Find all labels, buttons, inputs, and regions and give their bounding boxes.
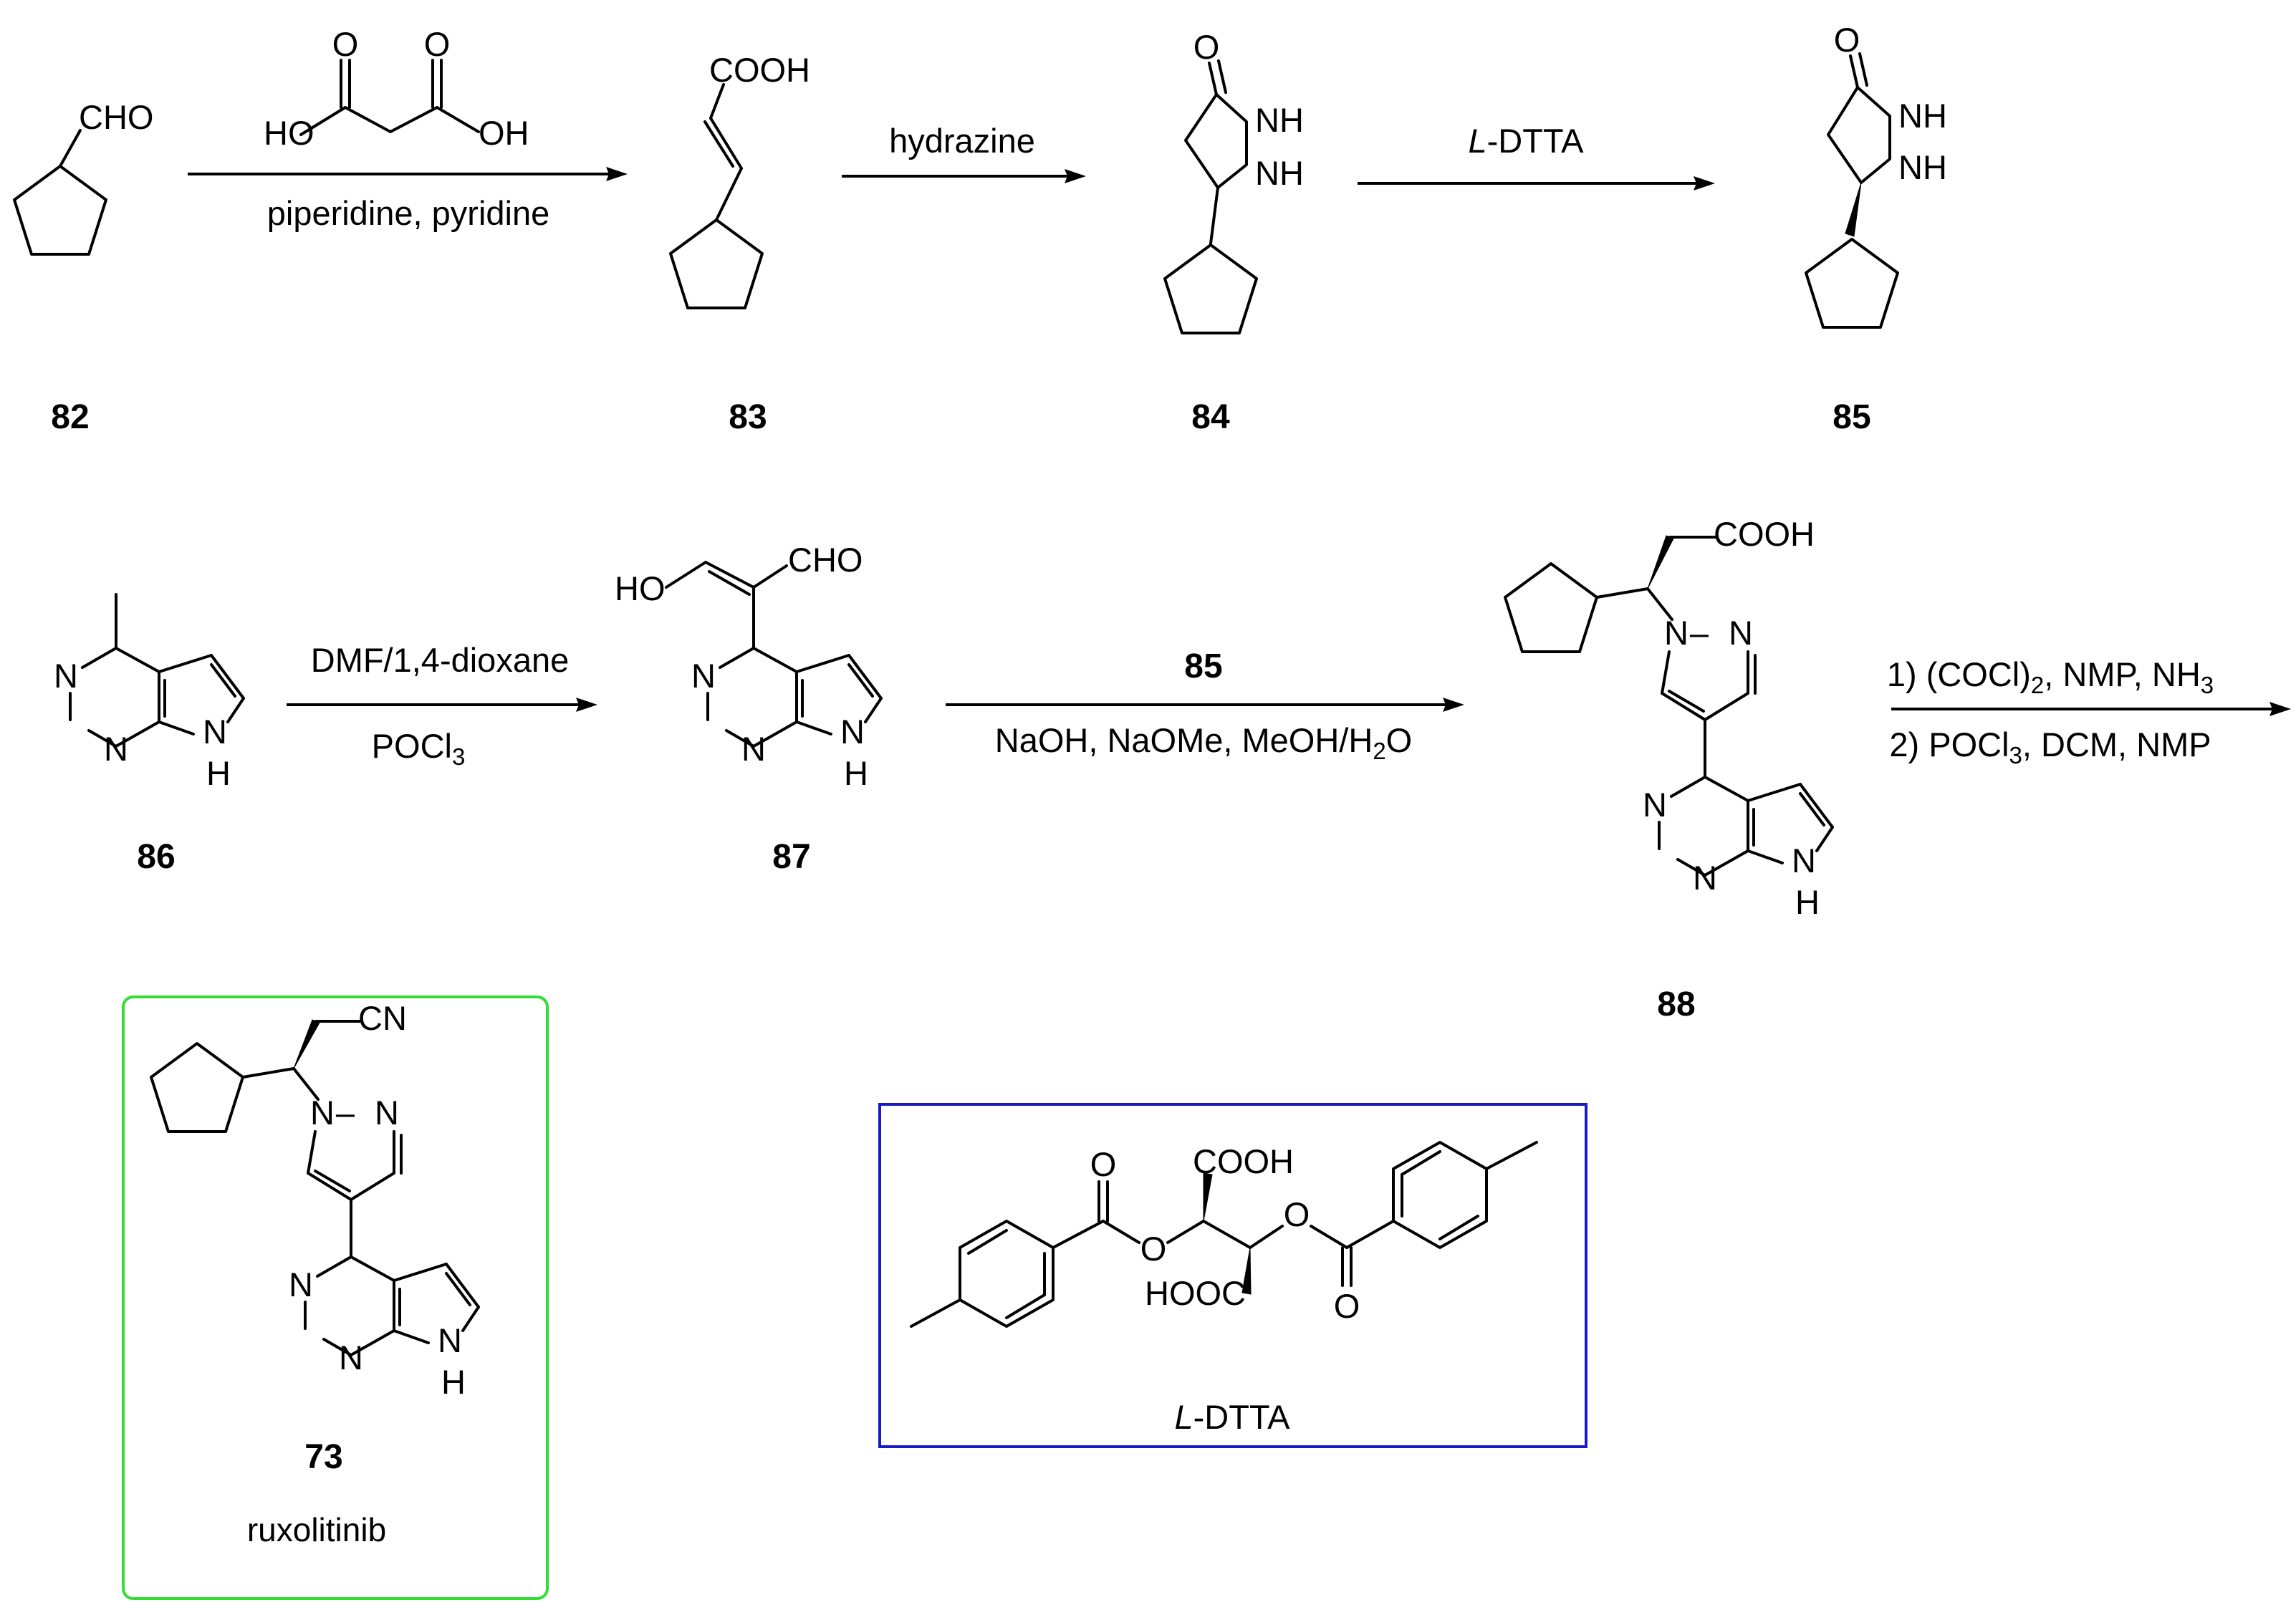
hydroxy-ho: HO	[615, 569, 666, 607]
pyrimidine-n1: N	[691, 657, 716, 695]
reagents-r1-below: piperidine, pyridine	[267, 194, 550, 232]
pyrimidine-n2: N	[1693, 859, 1717, 897]
pyrimidine-n2: N	[741, 730, 766, 768]
nh-upper: NH	[1898, 97, 1947, 135]
pyrrole-n: N	[438, 1321, 462, 1359]
pyrazole-dash: –	[336, 1094, 355, 1132]
dtta-box: O O COOH HOOC O O L-DTTA	[878, 1103, 1587, 1448]
formyl-cho: CHO	[788, 541, 863, 579]
reagents-r6-line1: 1) (COCl)2, NMP, NH3	[1887, 655, 2214, 698]
reaction-arrow-2: hydrazine	[842, 122, 1086, 183]
carboxyl-cooh: COOH	[1714, 515, 1815, 553]
pyrimidine-n1: N	[289, 1265, 313, 1303]
nh-lower: NH	[1898, 148, 1947, 186]
compound-label-85: 85	[1833, 398, 1870, 436]
pyrimidine-n1: N	[1643, 786, 1667, 824]
compound-87: HO CHO N N N H 87	[615, 541, 883, 876]
compound-83: COOH 83	[669, 51, 810, 436]
reagents-r5-above: 85	[1184, 647, 1222, 685]
ketone-o: O	[1193, 28, 1220, 66]
carbonyl-o1: O	[1090, 1145, 1117, 1183]
pyrrole-h: H	[844, 754, 868, 792]
malonic-acid: O O HO OH	[264, 25, 529, 152]
pyrimidine-n1: N	[54, 657, 78, 695]
compound-84: O NH NH 84	[1163, 28, 1304, 436]
pyrrole-n: N	[1792, 842, 1816, 879]
reaction-arrow-3: L-DTTA	[1358, 122, 1715, 191]
compound-82: CHO 82	[13, 98, 153, 436]
nitrile-cn: CN	[358, 999, 407, 1037]
pyrazole-dash: –	[1690, 614, 1709, 652]
compound-label-88: 88	[1657, 985, 1695, 1023]
reagents-r4-below: POCl3	[372, 727, 466, 770]
compound-label-73: 73	[304, 1438, 342, 1476]
dtta-name: L-DTTA	[1174, 1398, 1290, 1436]
malonic-ho: HO	[264, 114, 314, 152]
reagents-r3-above: L-DTTA	[1468, 122, 1584, 160]
reaction-arrow-5: 85 NaOH, NaOMe, MeOH/H2O	[946, 647, 1464, 764]
malonic-oh: OH	[479, 114, 529, 152]
compound-name-ruxolitinib: ruxolitinib	[247, 1511, 386, 1548]
reaction-arrow-1: O O HO OH piperidine, pyridine	[188, 25, 628, 232]
carboxyl-cooh: COOH	[1193, 1142, 1294, 1180]
compound-86: N N N H 86	[54, 593, 245, 876]
carboxyl-hooc: HOOC	[1145, 1274, 1246, 1312]
reaction-arrow-4: DMF/1,4-dioxane POCl3	[287, 641, 597, 770]
reagents-r2-above: hydrazine	[889, 122, 1035, 160]
reagents-r5-below: NaOH, NaOMe, MeOH/H2O	[995, 721, 1412, 764]
reaction-arrow-6: 1) (COCl)2, NMP, NH3 2) POCl3, DCM, NMP	[1887, 655, 2291, 768]
compound-label-83: 83	[729, 398, 767, 436]
compound-label-84: 84	[1191, 398, 1230, 436]
pyrrole-h: H	[441, 1363, 466, 1401]
nh-upper: NH	[1255, 101, 1304, 139]
pyrrole-n: N	[203, 713, 227, 751]
pyrimidine-n2: N	[104, 730, 128, 768]
malonic-o2: O	[424, 25, 451, 63]
aldehyde-group: CHO	[79, 98, 153, 136]
ester-o3: O	[1284, 1195, 1310, 1233]
pyrrole-n: N	[840, 713, 865, 751]
compound-label-86: 86	[137, 838, 175, 876]
pyrazole-n1: N	[1664, 614, 1689, 652]
pyrazole-n2: N	[375, 1094, 399, 1132]
nh-lower: NH	[1255, 154, 1304, 192]
carboxyl-group: COOH	[709, 51, 810, 89]
malonic-o1: O	[332, 25, 359, 63]
pyrrole-h: H	[1795, 883, 1820, 921]
compound-85: O NH NH 85	[1805, 21, 1947, 436]
compound-label-82: 82	[51, 398, 89, 436]
reagents-r6-line2: 2) POCl3, DCM, NMP	[1889, 725, 2211, 768]
carbonyl-o4: O	[1334, 1287, 1360, 1325]
pyrrole-h: H	[206, 754, 231, 792]
pyrazole-n2: N	[1729, 614, 1753, 652]
ketone-o: O	[1834, 21, 1860, 59]
pyrazole-n1: N	[310, 1094, 335, 1132]
compound-88: COOH N – N N N N H 88	[1504, 515, 1834, 1023]
ester-o2: O	[1140, 1230, 1167, 1268]
reagents-r4-above: DMF/1,4-dioxane	[311, 641, 570, 679]
ruxolitinib-box: CN N – N N N N H 73 ruxolitinib	[122, 995, 549, 1600]
compound-label-87: 87	[772, 838, 810, 876]
pyrimidine-n2: N	[339, 1339, 363, 1376]
